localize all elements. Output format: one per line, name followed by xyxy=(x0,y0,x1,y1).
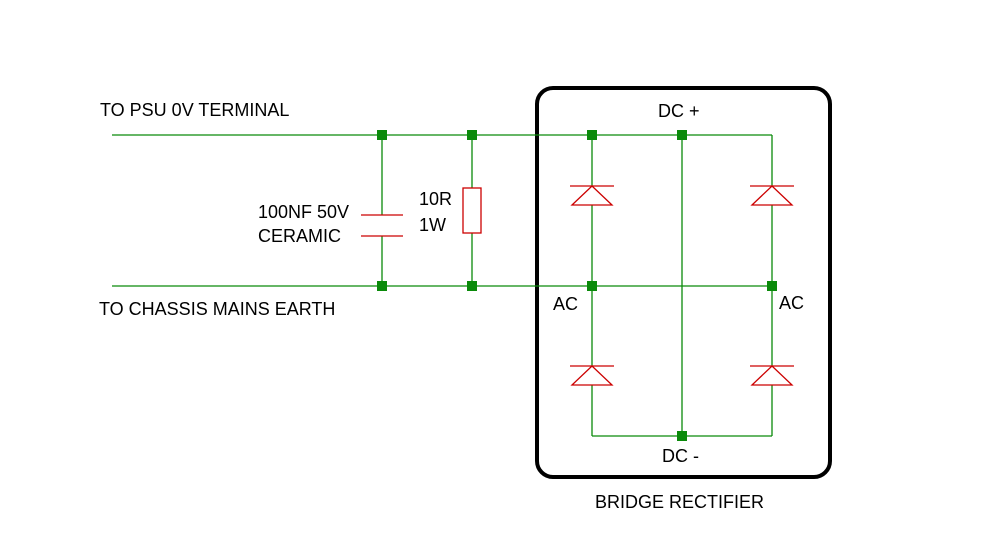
dc-minus-label: DC - xyxy=(662,446,699,466)
capacitor-symbol xyxy=(361,214,403,237)
junctions xyxy=(377,130,777,441)
junction-dot xyxy=(377,281,387,291)
junction-dot xyxy=(377,130,387,140)
junction-dot xyxy=(467,281,477,291)
junction-dot xyxy=(767,281,777,291)
junction-dot xyxy=(677,130,687,140)
junction-dot xyxy=(467,130,477,140)
diode-bottom-right xyxy=(750,365,794,386)
chassis-earth-label: TO CHASSIS MAINS EARTH xyxy=(99,299,335,319)
junction-dot xyxy=(587,130,597,140)
diode-bottom-left xyxy=(570,365,614,386)
resistor-value-label: 10R xyxy=(419,189,452,209)
resistor-symbol xyxy=(462,187,482,234)
bridge-rectifier-box xyxy=(535,86,832,479)
junction-dot xyxy=(677,431,687,441)
dc-plus-label: DC + xyxy=(658,101,700,121)
diode-top-right xyxy=(750,185,794,206)
ac-right-label: AC xyxy=(779,293,804,313)
psu-terminal-label: TO PSU 0V TERMINAL xyxy=(100,100,289,120)
capacitor-value-label: 100NF 50V xyxy=(258,202,349,222)
ac-left-label: AC xyxy=(553,294,578,314)
junction-dot xyxy=(587,281,597,291)
resistor-power-label: 1W xyxy=(419,215,446,235)
wires xyxy=(112,134,773,437)
capacitor-type-label: CERAMIC xyxy=(258,226,341,246)
bridge-rectifier-caption: BRIDGE RECTIFIER xyxy=(595,492,764,512)
diode-top-left xyxy=(570,185,614,206)
